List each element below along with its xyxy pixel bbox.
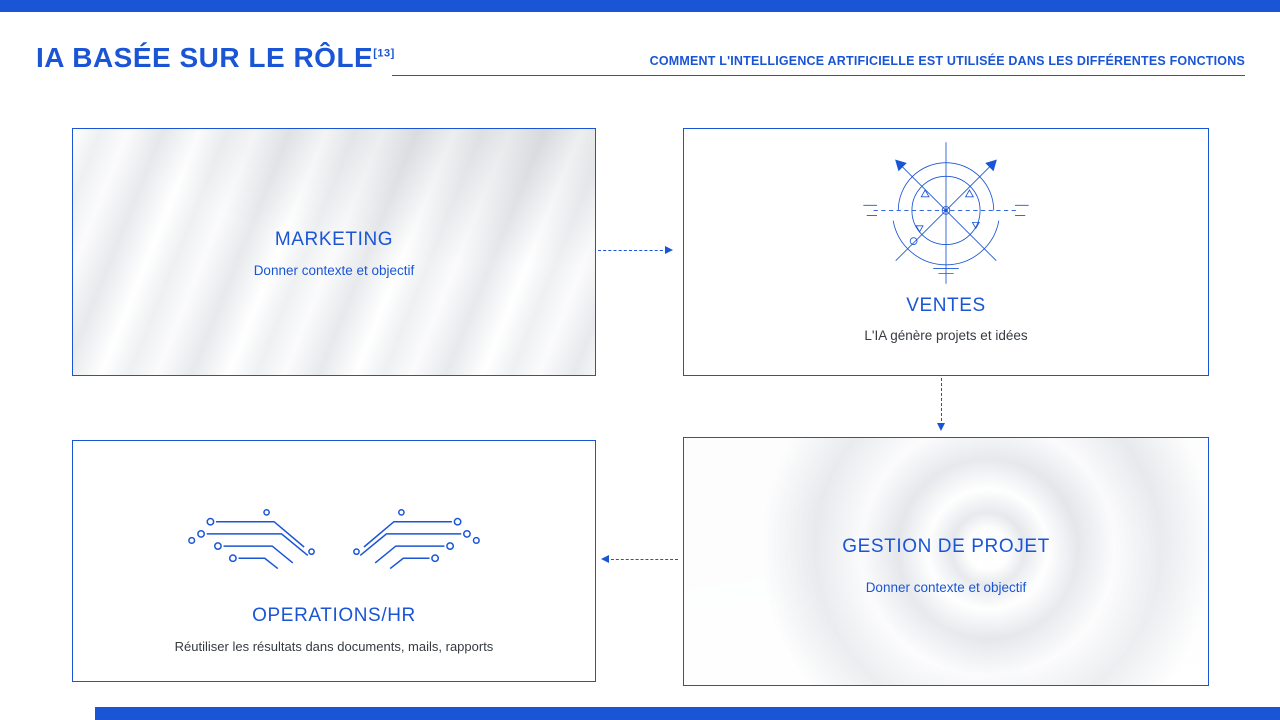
card-ventes-title: VENTES — [906, 295, 986, 316]
card-marketing: MARKETING Donner contexte et objectif — [72, 128, 596, 376]
card-gestion-de-projet: GESTION DE PROJET Donner contexte et obj… — [683, 437, 1209, 686]
card-gestion-text: GESTION DE PROJET Donner contexte et obj… — [684, 536, 1208, 595]
circuit-lines-icon — [188, 508, 480, 570]
title-reference: [13] — [373, 47, 395, 60]
page-subtitle: COMMENT L'INTELLIGENCE ARTIFICIELLE EST … — [649, 54, 1245, 68]
card-operations-title: OPERATIONS/HR — [252, 605, 416, 626]
card-marketing-title: MARKETING — [274, 229, 394, 250]
card-gestion-description: Donner contexte et objectif — [865, 580, 1027, 595]
bottom-accent-bar — [95, 707, 1280, 720]
card-marketing-text: MARKETING Donner contexte et objectif — [73, 229, 595, 278]
page-title: IA BASÉE SUR LE RÔLE[13] — [36, 42, 395, 74]
card-ventes: VENTES L'IA génère projets et idées — [683, 128, 1209, 376]
compass-drawing-icon — [863, 142, 1029, 284]
abstract-swirl-image — [684, 438, 1208, 685]
abstract-wave-image — [73, 129, 595, 375]
card-operations-text: OPERATIONS/HR Réutiliser les résultats d… — [73, 605, 595, 654]
card-operations-description: Réutiliser les résultats dans documents,… — [174, 639, 494, 654]
card-operations-hr: OPERATIONS/HR Réutiliser les résultats d… — [72, 440, 596, 682]
arrow-marketing-to-ventes — [598, 246, 673, 254]
top-accent-bar — [0, 0, 1280, 12]
card-ventes-description: L'IA génère projets et idées — [864, 328, 1028, 343]
header-divider — [392, 75, 1245, 76]
card-ventes-text: VENTES L'IA génère projets et idées — [684, 295, 1208, 343]
card-marketing-description: Donner contexte et objectif — [253, 263, 415, 278]
arrow-gestion-to-operations — [601, 555, 678, 563]
page-title-text: IA BASÉE SUR LE RÔLE — [36, 42, 374, 73]
arrow-ventes-to-gestion — [937, 378, 945, 431]
card-gestion-title: GESTION DE PROJET — [842, 536, 1050, 557]
